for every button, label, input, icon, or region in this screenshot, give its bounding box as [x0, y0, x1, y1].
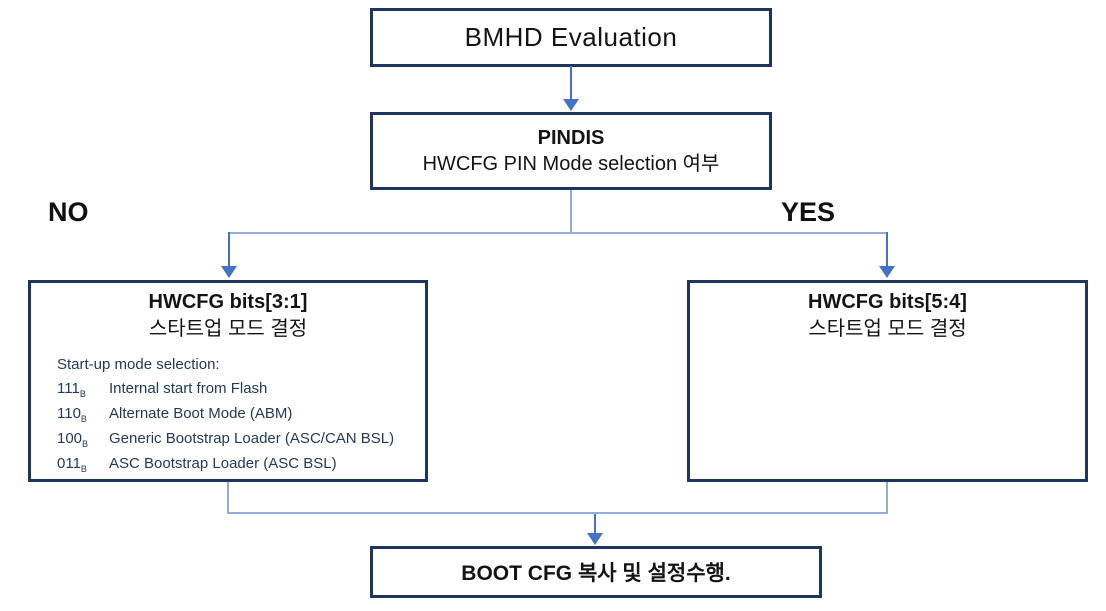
- boot-cfg-box: BOOT CFG 복사 및 설정수행.: [370, 546, 822, 598]
- mode-code: 011B: [57, 455, 87, 474]
- hwcfg-bits54-subtitle: 스타트업 모드 결정: [808, 318, 967, 340]
- hwcfg-bits31-subtitle: 스타트업 모드 결정: [148, 318, 308, 340]
- arrow-down-icon: [221, 266, 237, 278]
- arrow-down-icon: [587, 533, 603, 545]
- connector-line: [228, 232, 230, 266]
- connector-line: [229, 232, 888, 234]
- connector-line: [570, 190, 572, 234]
- mode-code: 100B: [57, 430, 89, 449]
- connector-line: [886, 232, 888, 266]
- mode-label: Internal start from Flash: [109, 380, 268, 397]
- bmhd-evaluation-label: BMHD Evaluation: [464, 22, 678, 52]
- startup-mode-list: Start-up mode selection: 111B Internal s…: [31, 354, 425, 476]
- arrow-down-icon: [563, 99, 579, 111]
- connector-line: [227, 512, 888, 514]
- no-branch-label: NO: [48, 197, 89, 227]
- hwcfg-bits54-box: HWCFG bits[5:4] 스타트업 모드 결정: [687, 280, 1088, 482]
- bmhd-evaluation-box: BMHD Evaluation: [370, 8, 772, 67]
- yes-branch-label: YES: [781, 197, 836, 227]
- connector-line: [227, 482, 229, 514]
- list-item: 111B Internal start from Flash: [57, 376, 425, 401]
- pindis-title: PINDIS: [537, 127, 605, 149]
- list-item: 110B Alternate Boot Mode (ABM): [57, 401, 425, 426]
- mode-label: Generic Bootstrap Loader (ASC/CAN BSL): [109, 430, 395, 447]
- mode-label: ASC Bootstrap Loader (ASC BSL): [109, 455, 337, 472]
- list-item: 100B Generic Bootstrap Loader (ASC/CAN B…: [57, 426, 425, 451]
- connector-line: [570, 66, 572, 102]
- connector-line: [886, 482, 888, 514]
- pindis-subtitle: HWCFG PIN Mode selection 여부: [422, 153, 720, 175]
- mode-code: 110B: [57, 405, 87, 424]
- list-item: 011B ASC Bootstrap Loader (ASC BSL): [57, 451, 425, 476]
- arrow-down-icon: [879, 266, 895, 278]
- pindis-decision-box: PINDIS HWCFG PIN Mode selection 여부: [370, 112, 772, 190]
- hwcfg-bits31-title: HWCFG bits[3:1]: [148, 291, 308, 313]
- connector-line: [594, 514, 596, 534]
- hwcfg-bits54-title: HWCFG bits[5:4]: [808, 291, 967, 313]
- startup-mode-list-heading: Start-up mode selection:: [57, 356, 220, 373]
- mode-label: Alternate Boot Mode (ABM): [109, 405, 293, 422]
- mode-code: 111B: [57, 380, 86, 399]
- hwcfg-bits31-box: HWCFG bits[3:1] 스타트업 모드 결정 Start-up mode…: [28, 280, 428, 482]
- boot-cfg-label: BOOT CFG 복사 및 설정수행.: [461, 562, 731, 585]
